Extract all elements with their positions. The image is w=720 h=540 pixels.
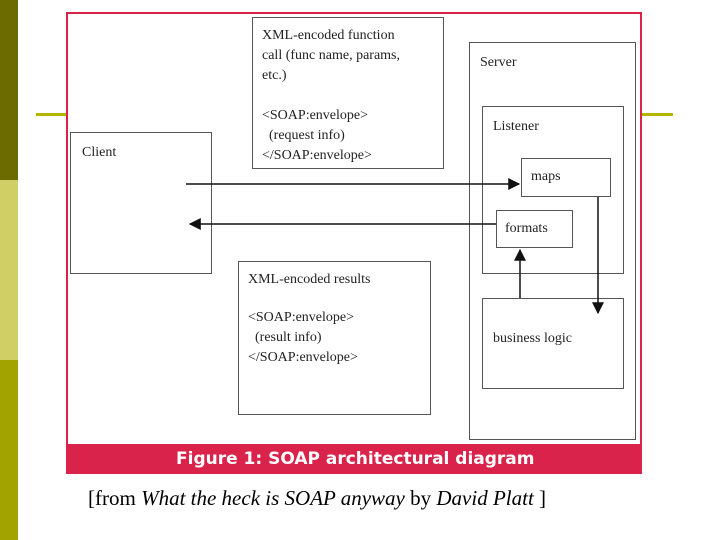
listener-label: Listener [493, 119, 539, 134]
request-note-line6: </SOAP:envelope> [262, 148, 372, 163]
citation-author: David Platt [436, 486, 534, 510]
sidebar-mid-block [0, 360, 18, 540]
citation: [from What the heck is SOAP anyway by Da… [88, 486, 648, 511]
server-label: Server [480, 55, 517, 70]
maps-box: maps [521, 158, 611, 197]
formats-box: formats [496, 210, 573, 248]
citation-suffix: ] [533, 486, 547, 510]
figure-caption: Figure 1: SOAP architectural diagram [176, 449, 535, 469]
sidebar-light-block [0, 180, 18, 360]
request-note-line2: call (func name, params, [262, 48, 400, 63]
result-note-line4: </SOAP:envelope> [248, 350, 358, 365]
request-note-line1: XML-encoded function [262, 28, 395, 43]
request-note-line4: <SOAP:envelope> [262, 108, 369, 123]
result-note-line3: (result info) [248, 330, 322, 345]
maps-label: maps [531, 169, 561, 184]
result-note-line1: XML-encoded results [248, 272, 371, 287]
accent-line-right [641, 113, 673, 116]
request-note-line5: (request info) [262, 128, 345, 143]
citation-title: What the heck is SOAP anyway [141, 486, 405, 510]
request-note-box: XML-encoded function call (func name, pa… [252, 17, 444, 169]
figure-caption-bar: Figure 1: SOAP architectural diagram [66, 444, 642, 474]
result-note-line2: <SOAP:envelope> [248, 310, 355, 325]
client-box: Client [70, 132, 212, 274]
business-logic-label: business logic [493, 331, 572, 346]
formats-label: formats [505, 221, 548, 236]
client-label: Client [82, 145, 117, 160]
request-note-line3: etc.) [262, 68, 287, 83]
citation-prefix: [from [88, 486, 142, 510]
citation-by: by [404, 486, 437, 510]
sidebar-dark-block [0, 0, 18, 180]
result-note-box: XML-encoded results <SOAP:envelope> (res… [238, 261, 431, 415]
accent-line-left [36, 113, 68, 116]
